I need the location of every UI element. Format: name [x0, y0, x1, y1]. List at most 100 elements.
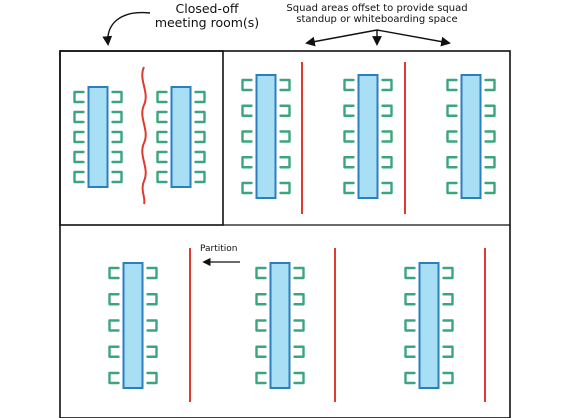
- chair-left: [108, 293, 120, 306]
- chair-right: [484, 78, 496, 92]
- chair-right: [111, 150, 123, 164]
- squad-table-top: [460, 74, 482, 199]
- chair-right: [279, 104, 291, 117]
- chair-left: [108, 345, 120, 358]
- chair-left: [108, 371, 120, 385]
- chair-left: [404, 266, 416, 280]
- meeting-room-arrow: [102, 11, 151, 46]
- chair-right: [484, 104, 496, 117]
- chair-right: [381, 181, 393, 195]
- chair-left: [446, 78, 458, 92]
- chair-right: [194, 150, 206, 164]
- meeting-room-label: Closed-off meeting room(s): [148, 2, 266, 30]
- chair-right: [442, 266, 454, 280]
- chair-left: [73, 90, 85, 104]
- chair-right: [293, 345, 305, 358]
- squad-table-top: [255, 74, 277, 199]
- meeting-room-table: [170, 86, 192, 188]
- chair-right: [279, 181, 291, 195]
- chair-right: [279, 130, 291, 143]
- chair-right: [484, 130, 496, 143]
- chair-left: [156, 150, 168, 164]
- chair-left: [343, 130, 355, 143]
- chair-left: [241, 130, 253, 143]
- chair-left: [446, 130, 458, 143]
- chair-left: [404, 371, 416, 385]
- chair-left: [255, 371, 267, 385]
- chair-right: [381, 104, 393, 117]
- chair-left: [156, 170, 168, 184]
- chair-left: [343, 78, 355, 92]
- chair-left: [343, 156, 355, 169]
- chair-right: [381, 130, 393, 143]
- chair-left: [255, 293, 267, 306]
- chair-left: [404, 345, 416, 358]
- chair-left: [446, 104, 458, 117]
- chair-right: [484, 156, 496, 169]
- squad-areas-label: Squad areas offset to provide squad stan…: [272, 3, 482, 25]
- squad-table-top: [357, 74, 379, 199]
- chair-right: [194, 110, 206, 124]
- chair-left: [343, 181, 355, 195]
- chair-left: [241, 181, 253, 195]
- chair-left: [255, 266, 267, 280]
- chair-right: [194, 90, 206, 104]
- chair-right: [442, 345, 454, 358]
- office-outline: [59, 50, 511, 418]
- chair-left: [241, 156, 253, 169]
- squad-table-bottom: [269, 262, 291, 389]
- chair-left: [73, 110, 85, 124]
- chair-left: [446, 156, 458, 169]
- chair-right: [146, 293, 158, 306]
- squad-areas-label-line2: standup or whiteboarding space: [296, 14, 458, 25]
- chair-right: [381, 78, 393, 92]
- squad-table-bottom: [418, 262, 440, 389]
- meeting-room-box: [59, 50, 224, 226]
- chair-left: [108, 319, 120, 332]
- chair-right: [279, 78, 291, 92]
- meeting-room-label-line1: Closed-off: [175, 1, 239, 16]
- chair-left: [156, 130, 168, 144]
- chair-right: [484, 181, 496, 195]
- meeting-room-table: [87, 86, 109, 188]
- chair-right: [194, 170, 206, 184]
- chair-left: [343, 104, 355, 117]
- chair-right: [293, 319, 305, 332]
- chair-right: [442, 293, 454, 306]
- chair-right: [111, 130, 123, 144]
- chair-right: [146, 266, 158, 280]
- squad-areas-arrows: [305, 29, 451, 47]
- chair-right: [146, 371, 158, 385]
- chair-left: [241, 104, 253, 117]
- chair-right: [381, 156, 393, 169]
- chair-right: [146, 319, 158, 332]
- chair-right: [442, 371, 454, 385]
- chair-right: [111, 110, 123, 124]
- chair-right: [293, 371, 305, 385]
- chair-right: [111, 90, 123, 104]
- chair-left: [241, 78, 253, 92]
- chair-right: [146, 345, 158, 358]
- chair-left: [156, 110, 168, 124]
- squad-areas-label-line1: Squad areas offset to provide squad: [286, 3, 468, 14]
- chair-right: [194, 130, 206, 144]
- chair-left: [255, 319, 267, 332]
- chair-left: [404, 319, 416, 332]
- chair-right: [111, 170, 123, 184]
- meeting-room-label-line2: meeting room(s): [154, 14, 260, 30]
- chair-left: [255, 345, 267, 358]
- chair-left: [73, 170, 85, 184]
- furniture-layer: [73, 62, 496, 402]
- chair-left: [446, 181, 458, 195]
- chair-left: [73, 130, 85, 144]
- chair-left: [73, 150, 85, 164]
- chair-right: [293, 293, 305, 306]
- chair-right: [279, 156, 291, 169]
- chair-right: [293, 266, 305, 280]
- squad-table-bottom: [122, 262, 144, 389]
- partition-label: Partition: [200, 244, 238, 254]
- chair-left: [156, 90, 168, 104]
- meeting-room-wavy-partition: [141, 66, 147, 205]
